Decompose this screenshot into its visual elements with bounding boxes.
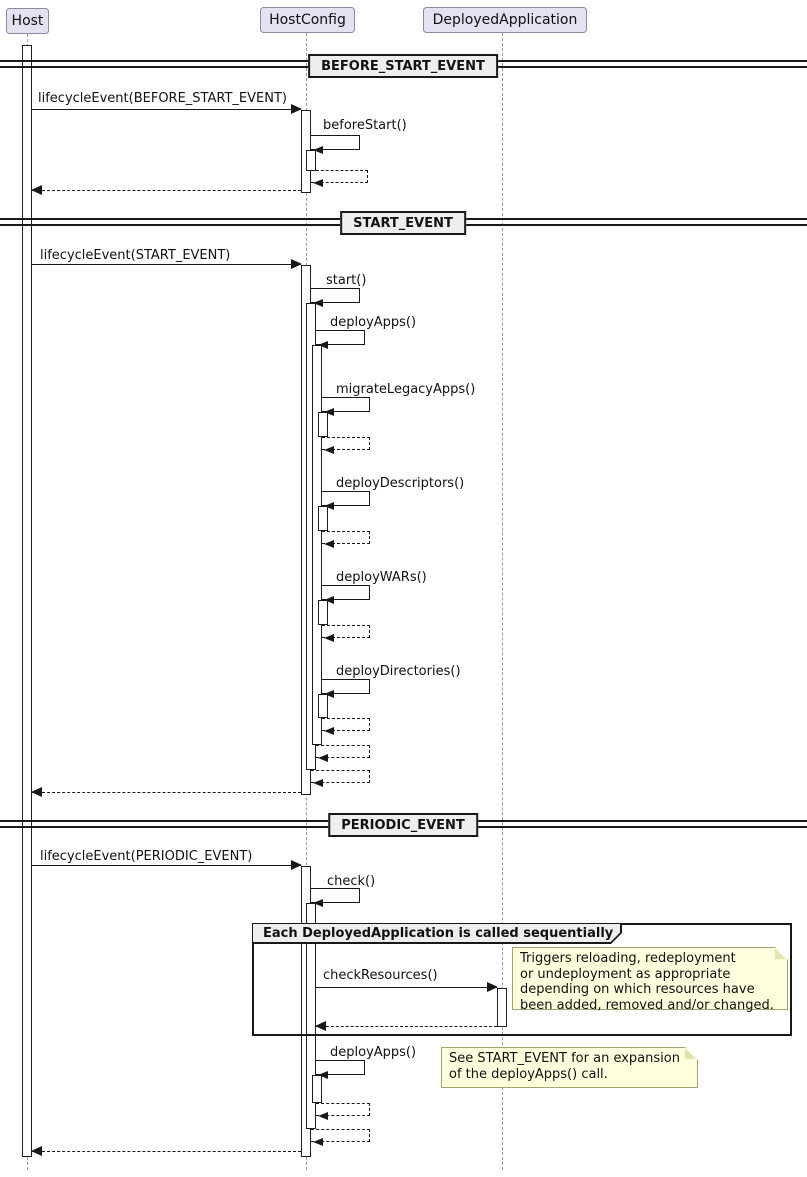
call-arrow: [32, 104, 302, 114]
call-arrow: [316, 982, 498, 992]
participant-deployedapplication-label: DeployedApplication: [432, 12, 578, 28]
self-return-arrow: [311, 170, 368, 187]
self-return-arrow: [322, 531, 370, 548]
self-call-arrow: [311, 888, 360, 907]
activation-hostconfig: [318, 600, 328, 625]
activation-hostconfig: [318, 412, 328, 437]
call-arrow: [32, 860, 302, 870]
message-label: lifecycleEvent(BEFORE_START_EVENT): [38, 91, 287, 106]
self-call-arrow: [316, 1060, 365, 1079]
self-return-arrow: [316, 1103, 370, 1120]
self-return-arrow: [322, 625, 370, 642]
message-label: deployDescriptors(): [336, 476, 465, 491]
activation-hostconfig: [312, 1075, 322, 1103]
deployedapplication-lifeline: [502, 33, 503, 1170]
activation-hostconfig: [318, 506, 328, 531]
call-arrow: [32, 259, 302, 269]
note-deploy-apps: See START_EVENT for an expansion of the …: [441, 1047, 698, 1088]
divider-before-start-event: BEFORE_START_EVENT: [308, 54, 498, 78]
message-label: start(): [326, 273, 367, 288]
divider-start-event: START_EVENT: [340, 211, 466, 235]
group-header: Each DeployedApplication is called seque…: [253, 924, 622, 944]
self-call-arrow: [322, 585, 370, 604]
return-arrow: [315, 1021, 497, 1031]
participant-hostconfig-label: HostConfig: [269, 12, 346, 28]
message-label: deployDirectories(): [336, 664, 461, 679]
message-label: deployApps(): [330, 1045, 417, 1060]
participant-host-label: Host: [11, 13, 44, 29]
message-label: beforeStart(): [323, 118, 407, 133]
activation-hostconfig: [306, 903, 316, 1129]
participant-host: Host: [6, 8, 49, 34]
self-call-arrow: [311, 135, 360, 154]
activation-hostconfig: [306, 150, 316, 171]
participant-hostconfig: HostConfig: [260, 7, 355, 33]
self-call-arrow: [316, 330, 365, 349]
activation-deployedapplication: [497, 988, 507, 1027]
self-call-arrow: [322, 397, 370, 416]
message-label: lifecycleEvent(START_EVENT): [40, 248, 231, 263]
message-label: check(): [327, 874, 376, 889]
activation-host: [22, 45, 32, 1157]
activation-hostconfig: [318, 694, 328, 718]
return-arrow: [31, 185, 301, 195]
note-check-resources: Triggers reloading, redeployment or unde…: [512, 947, 788, 1013]
message-label: migrateLegacyApps(): [336, 382, 476, 397]
self-return-arrow: [322, 718, 370, 735]
divider-periodic-event: PERIODIC_EVENT: [328, 813, 478, 837]
self-return-arrow: [311, 770, 370, 787]
group-label: Each DeployedApplication is called seque…: [263, 925, 614, 941]
self-return-arrow: [311, 1129, 370, 1146]
self-return-arrow: [316, 745, 370, 762]
self-call-arrow: [311, 288, 360, 307]
message-label: deployApps(): [330, 315, 417, 330]
participant-deployedapplication: DeployedApplication: [423, 7, 587, 33]
activation-hostconfig: [312, 345, 322, 745]
self-return-arrow: [322, 437, 370, 454]
self-call-arrow: [322, 679, 370, 698]
self-call-arrow: [322, 491, 370, 510]
message-label: lifecycleEvent(PERIODIC_EVENT): [40, 849, 253, 864]
group-header-fill: [253, 924, 620, 942]
return-arrow: [31, 787, 301, 797]
message-label: checkResources(): [323, 968, 438, 983]
return-arrow: [31, 1146, 301, 1156]
message-label: deployWARs(): [336, 570, 427, 585]
